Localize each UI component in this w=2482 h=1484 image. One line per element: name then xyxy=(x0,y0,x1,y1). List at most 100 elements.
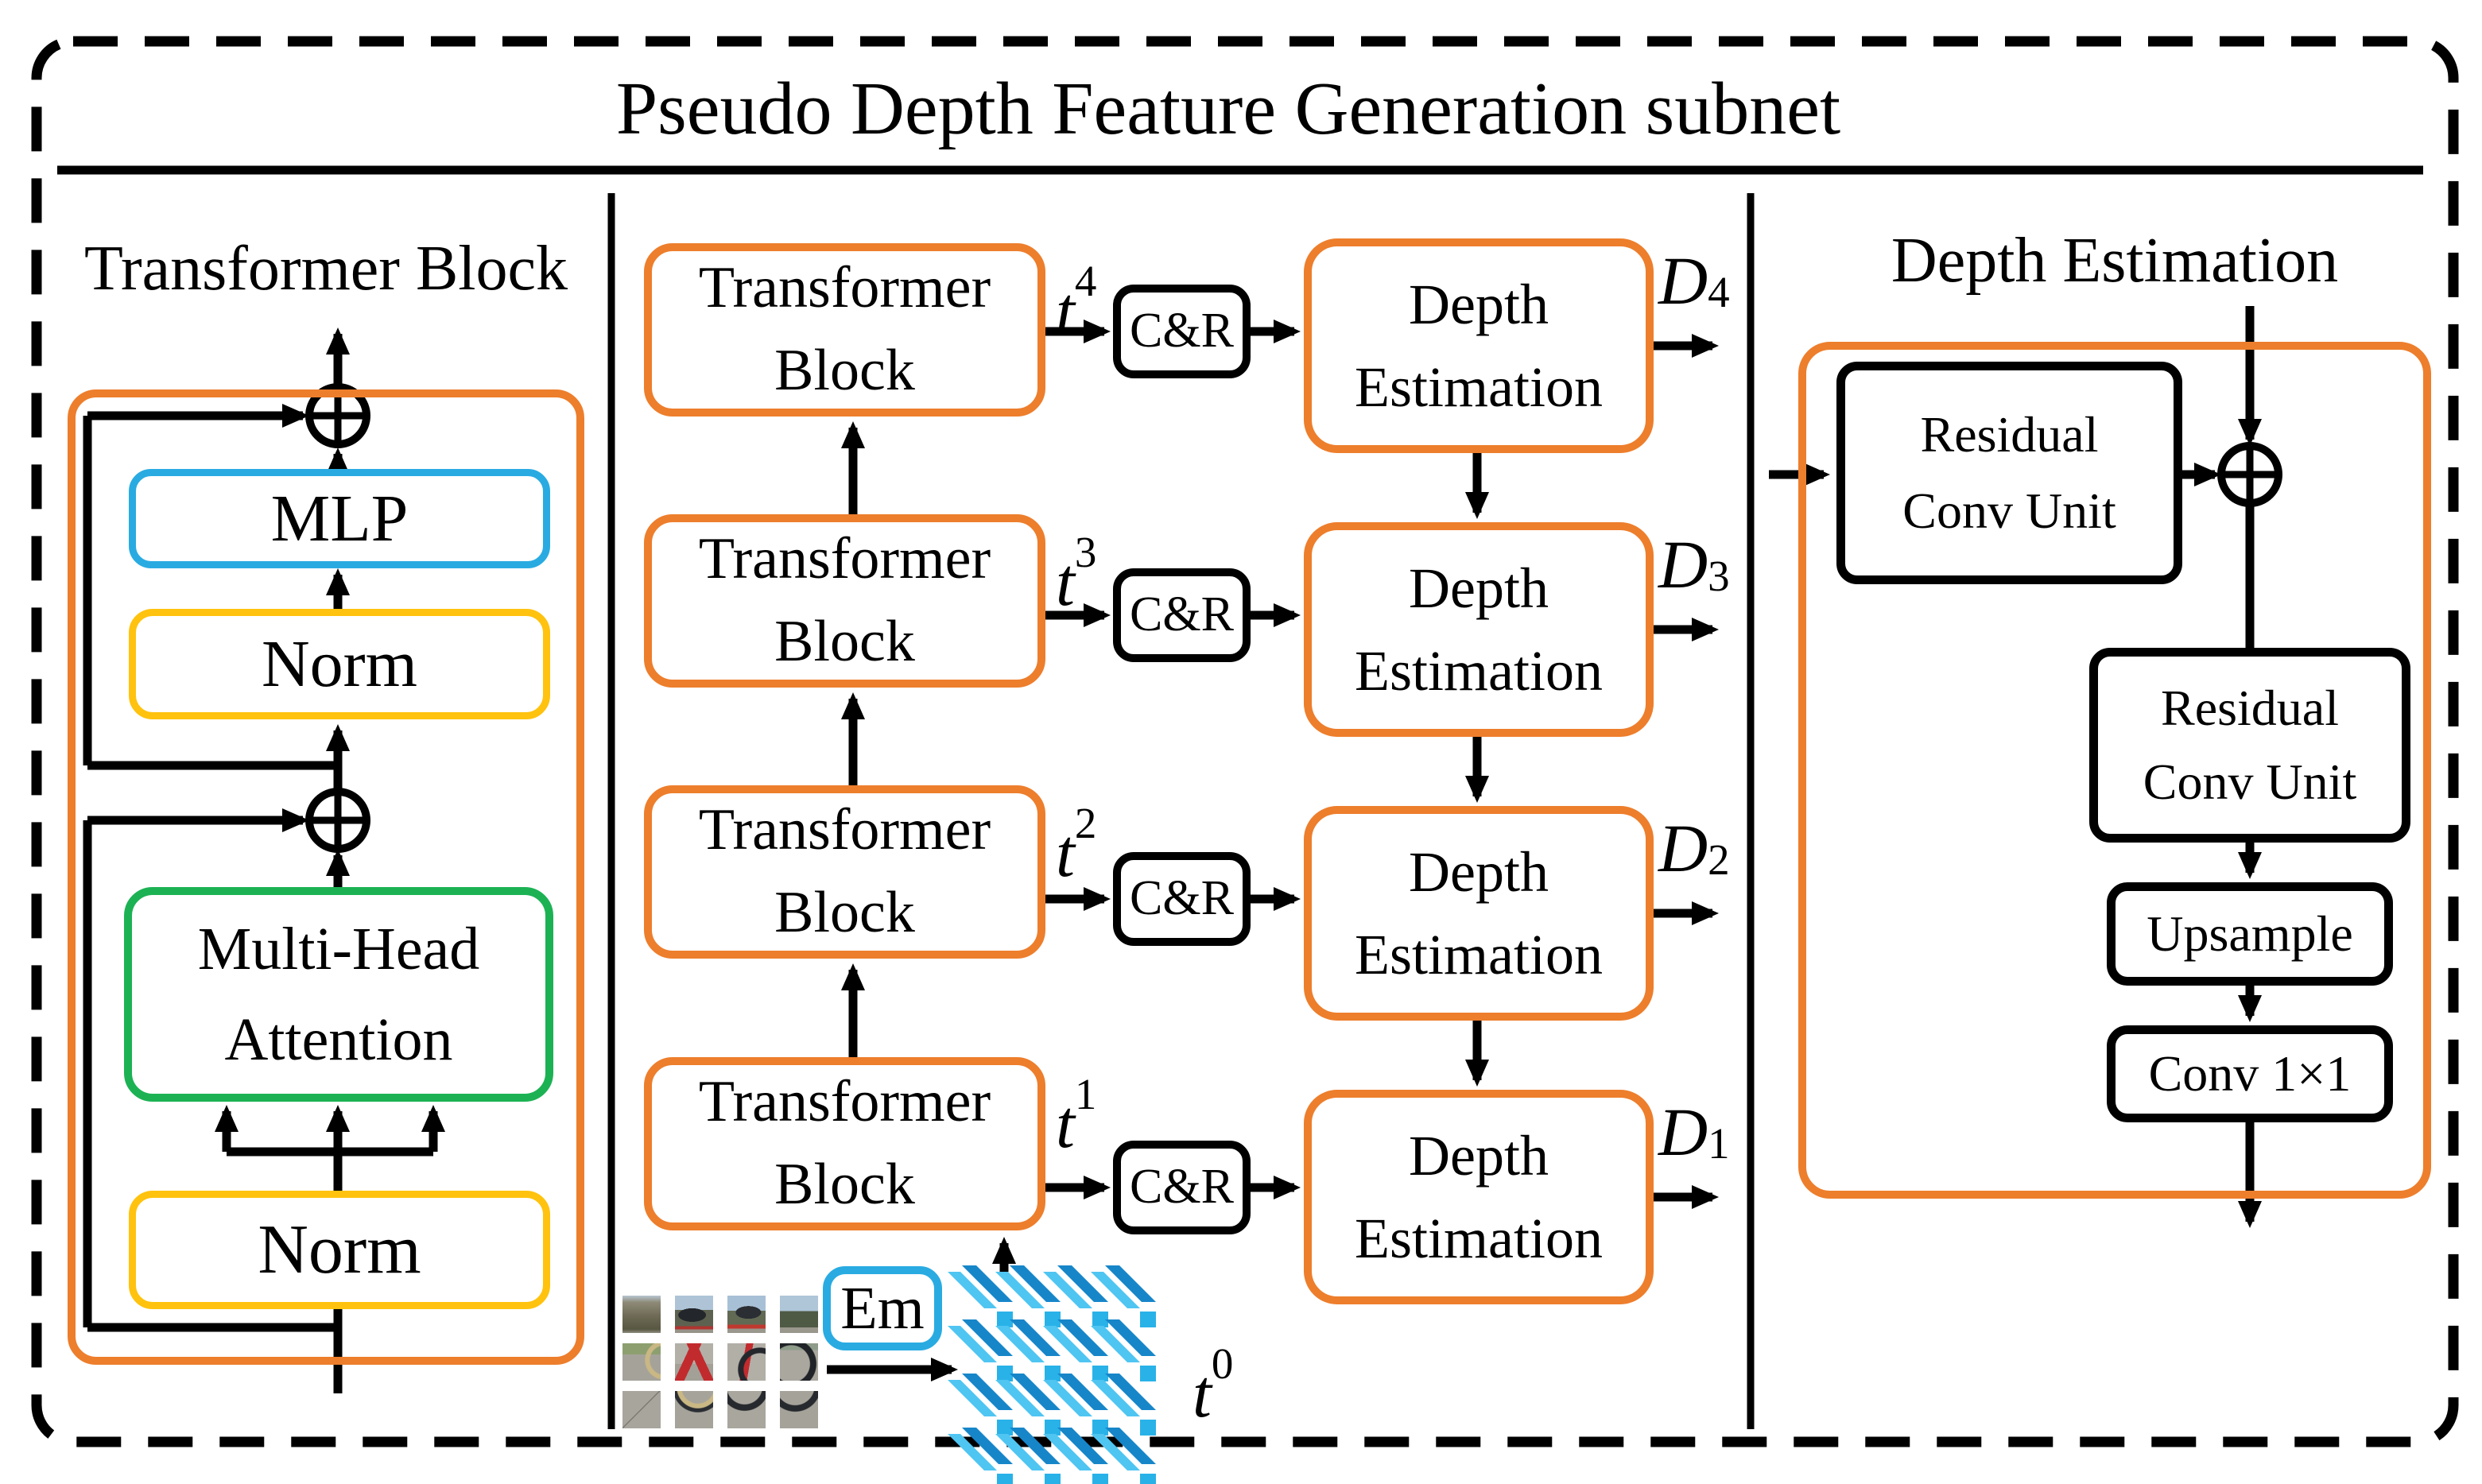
token-embedding-pattern xyxy=(948,1265,1156,1484)
depth-estimation-outline xyxy=(1798,342,2431,1199)
image-patch xyxy=(675,1343,713,1381)
de1-label: Depth Estimation xyxy=(1355,263,1603,429)
upsample-label: Upsample xyxy=(2147,905,2353,962)
tb2-line2: Block xyxy=(774,609,915,674)
depth-estimation-heading: Depth Estimation xyxy=(1891,226,2339,296)
transformer-block-4-label: Transformer Block xyxy=(699,1061,991,1226)
transformer-block-1: Transformer Block xyxy=(644,243,1045,417)
d3-sub: 3 xyxy=(1708,552,1730,600)
t2-sup: 2 xyxy=(1074,799,1097,847)
transformer-block-outline xyxy=(68,389,584,1365)
de4-label: Depth Estimation xyxy=(1355,1114,1603,1281)
t1-base: t xyxy=(1056,1086,1075,1162)
embedding-label: Em xyxy=(840,1274,925,1342)
transformer-block-3-label: Transformer Block xyxy=(699,789,991,954)
d1-base: D xyxy=(1658,1094,1708,1170)
de4-line2: Estimation xyxy=(1355,1207,1603,1270)
t4-sup: 4 xyxy=(1074,257,1097,305)
mha-line2: Attention xyxy=(224,1006,453,1073)
transformer-block-2: Transformer Block xyxy=(644,514,1045,688)
cr-label-2: C&R xyxy=(1130,587,1234,642)
cr-label-3: C&R xyxy=(1130,871,1234,926)
conv1x1-box: Conv 1×1 xyxy=(2107,1025,2393,1122)
de1-line1: Depth xyxy=(1409,272,1549,336)
t1-sup: 1 xyxy=(1074,1070,1097,1118)
cr-box-2: C&R xyxy=(1113,568,1251,662)
norm-bottom-box: Norm xyxy=(129,1191,550,1309)
tb3-line2: Block xyxy=(774,880,915,945)
transformer-block-1-label: Transformer Block xyxy=(699,247,991,412)
tb4-line2: Block xyxy=(774,1152,915,1217)
conv1x1-label: Conv 1×1 xyxy=(2148,1045,2352,1102)
depth-estimation-box-4: Depth Estimation xyxy=(1304,1090,1654,1304)
de2-label: Depth Estimation xyxy=(1355,547,1603,713)
rcu-mid-line1: Residual xyxy=(2161,679,2339,736)
image-patch xyxy=(780,1343,818,1381)
rcu-mid-line2: Conv Unit xyxy=(2143,753,2357,810)
t2-base: t xyxy=(1056,815,1075,891)
image-patch xyxy=(675,1296,713,1333)
de3-line2: Estimation xyxy=(1355,923,1603,986)
d4-sub: 4 xyxy=(1708,268,1730,316)
image-patch xyxy=(727,1296,766,1333)
rcu-top-line2: Conv Unit xyxy=(1902,482,2116,539)
figure-title: Pseudo Depth Feature Generation subnet xyxy=(615,67,1841,150)
de3-label: Depth Estimation xyxy=(1355,831,1603,997)
multi-head-attention-box: Multi-Head Attention xyxy=(124,887,553,1102)
transformer-block-3: Transformer Block xyxy=(644,785,1045,959)
image-patch xyxy=(727,1343,766,1381)
rcu-mid-label: Residual Conv Unit xyxy=(2143,672,2356,819)
transformer-block-4: Transformer Block xyxy=(644,1057,1045,1230)
t0-base: t xyxy=(1193,1355,1212,1432)
cr-box-3: C&R xyxy=(1113,852,1251,946)
tb3-line1: Transformer xyxy=(698,797,991,863)
left-panel-connectors xyxy=(83,327,445,1393)
de2-line1: Depth xyxy=(1409,556,1549,620)
d1-sub: 1 xyxy=(1708,1119,1730,1168)
left-panel-add-nodes xyxy=(305,383,370,853)
d4-base: D xyxy=(1658,242,1708,319)
tb4-line1: Transformer xyxy=(698,1069,991,1135)
mha-line1: Multi-Head xyxy=(197,916,480,982)
t0-sup: 0 xyxy=(1211,1339,1234,1388)
rcu-top-line1: Residual xyxy=(1920,406,2099,463)
residual-conv-unit-top-box: Residual Conv Unit xyxy=(1836,362,2182,584)
image-patch xyxy=(622,1343,661,1381)
d3-base: D xyxy=(1658,526,1708,603)
embedding-box: Em xyxy=(823,1266,942,1350)
transformer-block-2-label: Transformer Block xyxy=(699,518,991,683)
image-patch xyxy=(780,1391,818,1428)
cr-label-4: C&R xyxy=(1130,1160,1234,1215)
tb1-line2: Block xyxy=(774,338,915,403)
norm-top-box: Norm xyxy=(129,609,550,719)
de2-line2: Estimation xyxy=(1355,639,1603,703)
upsample-box: Upsample xyxy=(2107,882,2393,986)
residual-conv-unit-mid-box: Residual Conv Unit xyxy=(2089,648,2410,843)
d2-base: D xyxy=(1658,810,1708,886)
image-patch xyxy=(675,1391,713,1428)
mlp-label: MLP xyxy=(270,482,409,556)
t3-base: t xyxy=(1056,544,1075,620)
image-patch xyxy=(780,1296,818,1333)
mha-label: Multi-Head Attention xyxy=(198,904,480,1085)
depth-estimation-box-2: Depth Estimation xyxy=(1304,522,1654,737)
cr-box-4: C&R xyxy=(1113,1141,1251,1234)
de4-line1: Depth xyxy=(1409,1123,1549,1188)
transformer-block-heading: Transformer Block xyxy=(83,234,568,304)
t3-sup: 3 xyxy=(1074,528,1097,576)
de1-line2: Estimation xyxy=(1355,355,1603,419)
image-patch xyxy=(622,1391,661,1428)
outer-dashed-border xyxy=(31,36,2459,1447)
input-image-patches xyxy=(622,1296,818,1428)
right-panel-add-node xyxy=(2217,442,2282,507)
de3-line1: Depth xyxy=(1409,839,1549,904)
